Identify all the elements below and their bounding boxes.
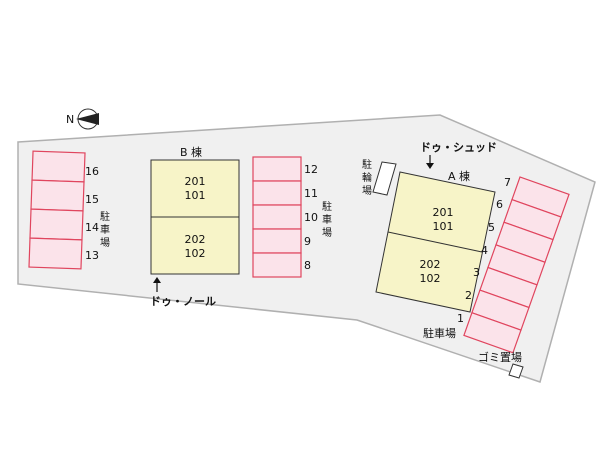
garbage-label: ゴミ置場: [478, 350, 522, 364]
parking-space-number: 3: [473, 266, 480, 279]
parking-left: 16 15 14 13 駐 車 場: [28, 150, 110, 270]
unit-number: 101: [433, 220, 454, 233]
parking-space-number: 5: [488, 221, 495, 234]
parking-space-number: 4: [481, 244, 488, 257]
parking-space: [31, 150, 86, 183]
parking-space: [29, 208, 84, 241]
parking-space-number: 11: [304, 187, 318, 200]
unit-number: 202: [185, 233, 206, 246]
arrow-down-icon: [426, 155, 434, 169]
building-a-name: A 棟: [448, 169, 470, 183]
parking-space-number: 1: [457, 312, 464, 325]
parking-space-number: 16: [85, 165, 99, 178]
entrance-label: ドゥ・ノール: [150, 295, 216, 308]
parking-space: [252, 204, 302, 230]
entrance-label: ドゥ・シュッド: [420, 141, 497, 154]
parking-middle: 12 11 10 9 8 駐 車 場: [252, 156, 332, 278]
parking-label: 場: [100, 236, 110, 249]
parking-space: [252, 252, 302, 278]
building-a: ドゥ・シュッド A 棟 201 101 202 102: [375, 141, 497, 313]
parking-space-number: 8: [304, 259, 311, 272]
parking-space-number: 12: [304, 163, 318, 176]
unit-number: 102: [420, 272, 441, 285]
bike-parking: 駐 輪 場: [362, 158, 397, 197]
parking-space-number: 9: [304, 235, 311, 248]
unit-number: 201: [185, 175, 206, 188]
parking-space: [30, 179, 85, 212]
parking-space: [252, 156, 302, 182]
bike-parking-label: 場: [362, 184, 372, 197]
parking-space-number: 7: [504, 176, 511, 189]
parking-space-number: 6: [496, 198, 503, 211]
parking-label: 車: [100, 223, 110, 236]
parking-space-number: 2: [465, 289, 472, 302]
parking-label: 駐車場: [423, 326, 456, 340]
unit-number: 101: [185, 189, 206, 202]
parking-right: 7 6 5 4 3 2 1 駐車場: [423, 176, 570, 354]
parking-space: [252, 228, 302, 254]
north-arrow-icon: N: [66, 108, 99, 130]
parking-space-number: 14: [85, 221, 99, 234]
building-b-name: B 棟: [180, 145, 202, 159]
parking-space: [463, 311, 522, 354]
arrow-up-icon: [153, 277, 161, 292]
unit-number: 102: [185, 247, 206, 260]
compass-label: N: [66, 113, 74, 126]
parking-space-number: 15: [85, 193, 99, 206]
building-b: B 棟 201 101 202 102 ドゥ・ノール: [150, 145, 240, 308]
garbage-area: ゴミ置場: [478, 350, 524, 379]
parking-label: 車: [322, 213, 332, 226]
parking-space: [252, 180, 302, 206]
parking-label: 駐: [322, 200, 332, 213]
parking-space-number: 10: [304, 211, 318, 224]
unit-number: 202: [420, 258, 441, 271]
parking-label: 場: [322, 226, 332, 239]
parking-space-number: 13: [85, 249, 99, 262]
unit-number: 201: [433, 206, 454, 219]
parking-label: 駐: [100, 210, 110, 223]
bike-parking-label: 輪: [362, 171, 372, 184]
bike-parking-label: 駐: [362, 158, 372, 171]
parking-space: [28, 237, 83, 270]
